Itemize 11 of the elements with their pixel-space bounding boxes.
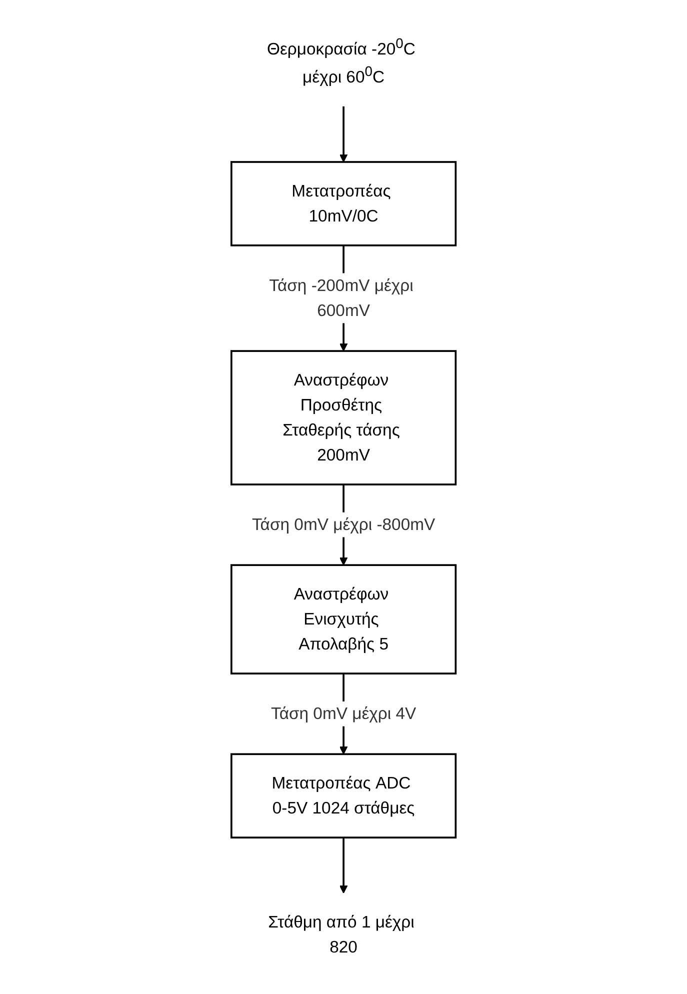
node-text: Θερμοκρασία -20$^{0}$C μέχρι 60$^{0}$C <box>266 36 416 86</box>
node-box: Μετατροπέας ADC 0-5V 1024 στάθμες <box>230 753 457 838</box>
edge-label: Τάση -200mV μέχρι 600mV <box>269 276 414 320</box>
node-box: Αναστρέφων Ενισχυτής Απολαβής 5 <box>230 564 457 674</box>
arrow <box>339 838 348 894</box>
edge-label: Τάση 0mV μέχρι -800mV <box>252 515 436 534</box>
edge-label: Τάση 0mV μέχρι 4V <box>270 704 416 723</box>
node-text: Στάθμη από 1 μέχρι 820 <box>268 912 414 956</box>
node-box: Μετατροπέας 10mV/0C <box>230 161 457 246</box>
arrow <box>339 106 348 162</box>
node-box: Αναστρέφων Προσθέτης Σταθερής τάσης 200mV <box>230 350 457 486</box>
